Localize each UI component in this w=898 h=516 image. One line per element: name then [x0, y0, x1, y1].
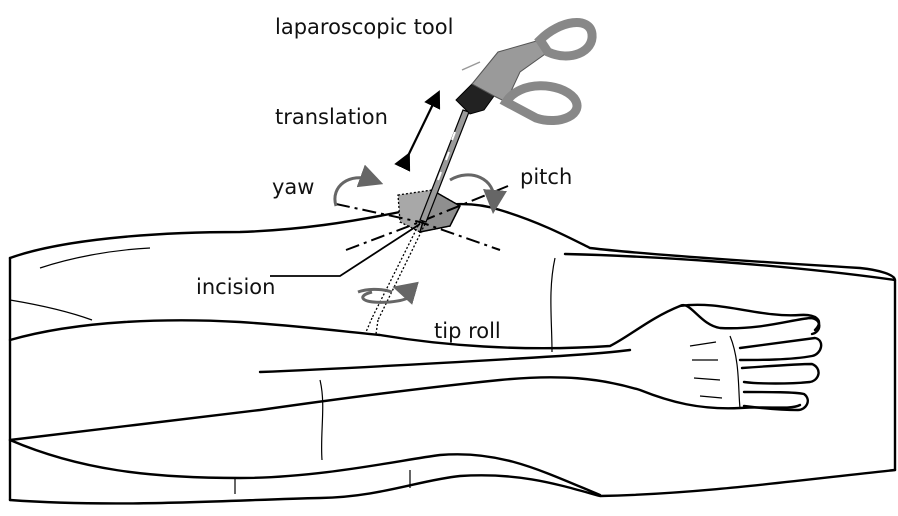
- hand-fingers: [680, 305, 821, 410]
- arm-mid-outline: [260, 350, 630, 372]
- patient-arm: [10, 305, 821, 440]
- label-incision: incision: [196, 275, 275, 299]
- arm-upper-outline: [10, 305, 819, 348]
- label-translation: translation: [275, 105, 388, 129]
- knee-crease: [320, 380, 323, 460]
- incision-leader: [270, 224, 420, 276]
- translation-arrow: [406, 98, 436, 160]
- label-tip-roll: tip roll: [434, 319, 501, 343]
- torso-crease: [40, 248, 150, 268]
- tip-roll-arrow-back: [358, 289, 392, 292]
- label-pitch: pitch: [520, 165, 572, 189]
- label-laparoscopic-tool: laparoscopic tool: [275, 15, 453, 39]
- body-thigh: [10, 440, 600, 495]
- patient-body: [10, 204, 895, 503]
- yaw-arrow: [335, 178, 372, 206]
- label-yaw: yaw: [272, 175, 314, 199]
- arm-lower-outline: [10, 377, 800, 440]
- side-crease: [551, 258, 555, 352]
- hand-knuckles: [690, 336, 740, 408]
- hip-crease: [10, 300, 92, 320]
- leg-outline: [565, 254, 895, 470]
- pitch-arrow: [450, 175, 494, 202]
- laparoscopic-tool: [420, 23, 592, 222]
- lower-outline: [10, 470, 895, 503]
